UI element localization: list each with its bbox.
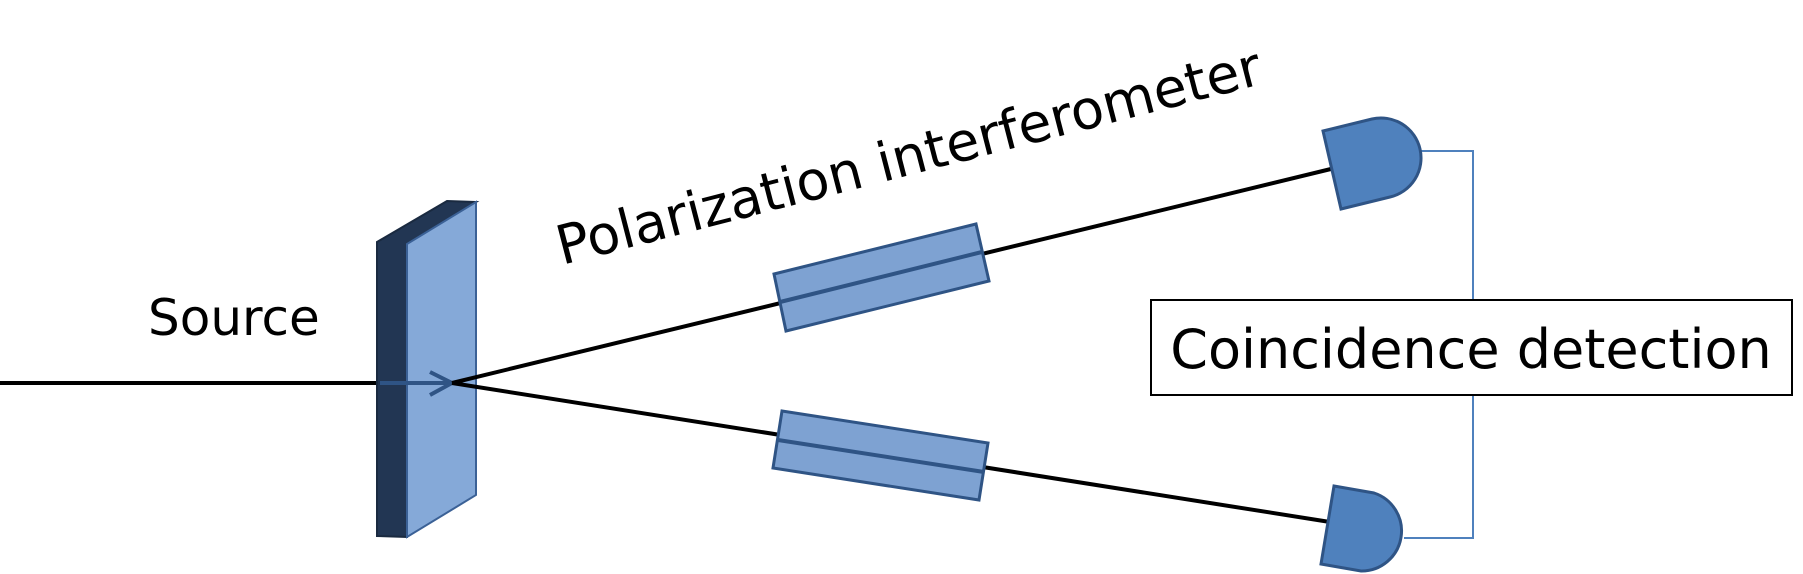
upper-detector-icon [1321,116,1423,211]
coincidence-box: Coincidence detection [1150,299,1793,396]
upper-waveplate-icon [772,222,991,333]
coincidence-label: Coincidence detection [1170,318,1772,381]
lower-detector-icon [1319,484,1403,573]
crystal-front-face [406,200,477,539]
source-label: Source [148,289,320,347]
nonlinear-crystal-icon [376,199,480,539]
lower-detector-wire [1404,395,1474,539]
upper-detector-wire [1410,150,1474,300]
lower-waveplate-icon [771,409,990,502]
